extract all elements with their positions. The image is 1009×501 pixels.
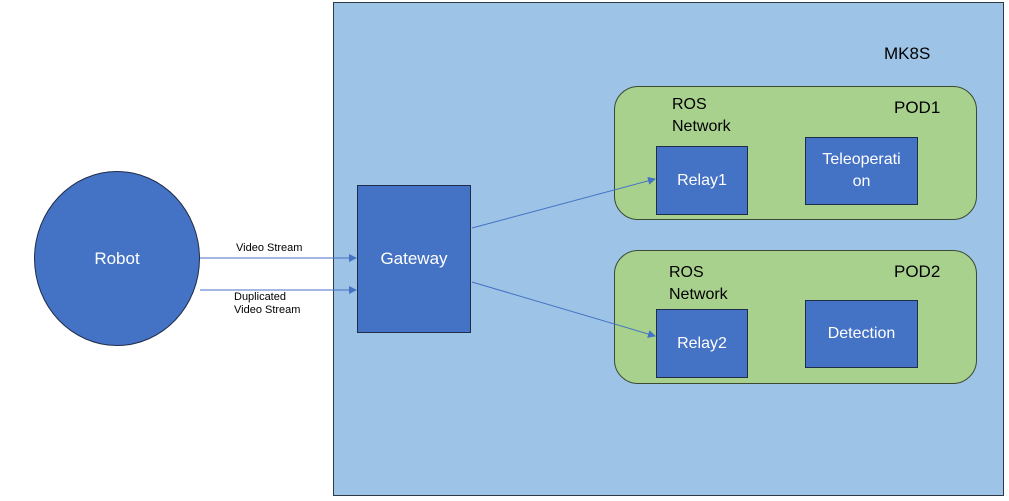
- pod1-label: POD1: [894, 98, 941, 117]
- pod1-ros-network-line1: ROS: [672, 96, 707, 113]
- pod1-ros-network-label: ROS Network: [672, 94, 731, 138]
- gateway-label: Gateway: [380, 249, 448, 268]
- duplicated-label-line1: Duplicated: [234, 291, 286, 303]
- gateway-to-relay2-arrow: [471, 281, 656, 338]
- teleoperation-label-line1: Teleoperati: [822, 151, 901, 168]
- teleoperation-box: Teleoperati on: [805, 137, 918, 205]
- teleoperation-label-line2: on: [852, 173, 871, 190]
- detection-box: Detection: [805, 300, 918, 368]
- pod2-ros-network-line1: ROS: [669, 264, 704, 281]
- video-stream-label: Video Stream: [236, 242, 303, 254]
- pod2-ros-network-label: ROS Network: [669, 262, 728, 306]
- mk8s-label: MK8S: [884, 44, 931, 63]
- robot-label: Robot: [94, 248, 140, 268]
- robot-node: Robot: [34, 171, 200, 346]
- gateway-to-relay1-arrow: [471, 176, 656, 229]
- pod2-label: POD2: [894, 262, 941, 281]
- relay2-label: Relay2: [677, 334, 727, 352]
- gateway-box: Gateway: [357, 185, 471, 333]
- detection-label: Detection: [827, 325, 896, 342]
- pod1-ros-network-line2: Network: [672, 118, 731, 135]
- duplicated-label-line2: Video Stream: [234, 304, 301, 316]
- relay1-box: Relay1: [656, 146, 748, 215]
- duplicated-video-stream-label: Duplicated Video Stream: [234, 291, 300, 317]
- relay2-box: Relay2: [656, 309, 748, 378]
- relay1-label: Relay1: [677, 171, 727, 189]
- pod2-ros-network-line2: Network: [669, 286, 728, 303]
